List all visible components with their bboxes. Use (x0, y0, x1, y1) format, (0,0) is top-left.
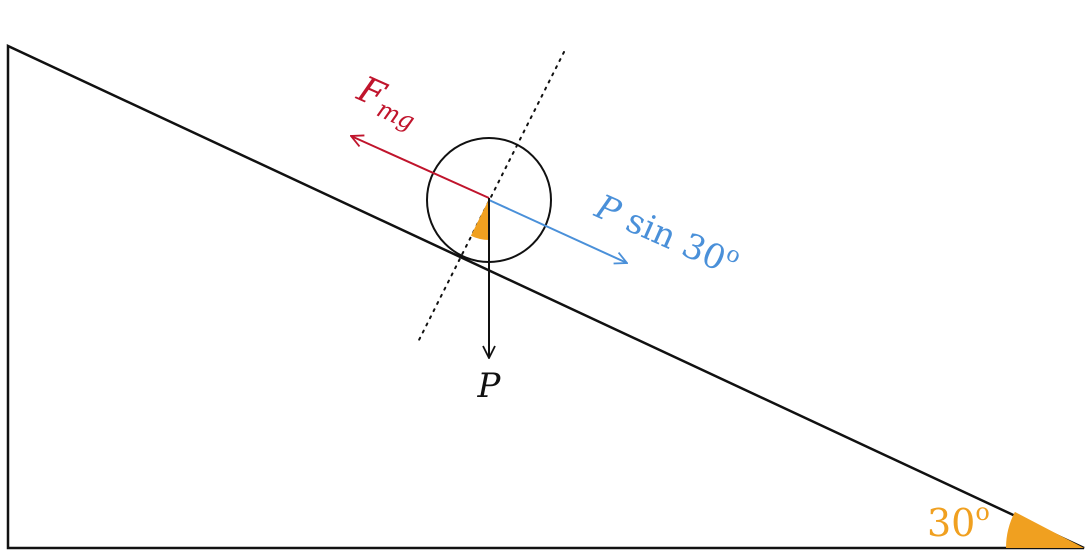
weight-label: P (477, 366, 502, 406)
incline-triangle (6, 44, 1085, 550)
weight-component-arrow (488, 199, 627, 263)
friction-force-label: Fmg (349, 69, 426, 136)
incline-angle-wedge (1006, 511, 1084, 548)
normal-dotted-line (418, 51, 565, 341)
friction-force-arrow (351, 136, 490, 199)
weight-component-label: P sin 30o (588, 185, 744, 285)
incline-angle-label: 30o (927, 498, 990, 545)
ball-angle-wedge (470, 199, 489, 240)
weight-label-main: P (477, 366, 502, 406)
component-label-rest: sin 30 (610, 196, 731, 279)
incline-angle-superscript: o (975, 498, 989, 526)
svg-text:Fmg: Fmg (349, 69, 426, 136)
svg-text:P sin 30o: P sin 30o (588, 185, 744, 285)
incline-angle-value: 30 (927, 501, 975, 545)
